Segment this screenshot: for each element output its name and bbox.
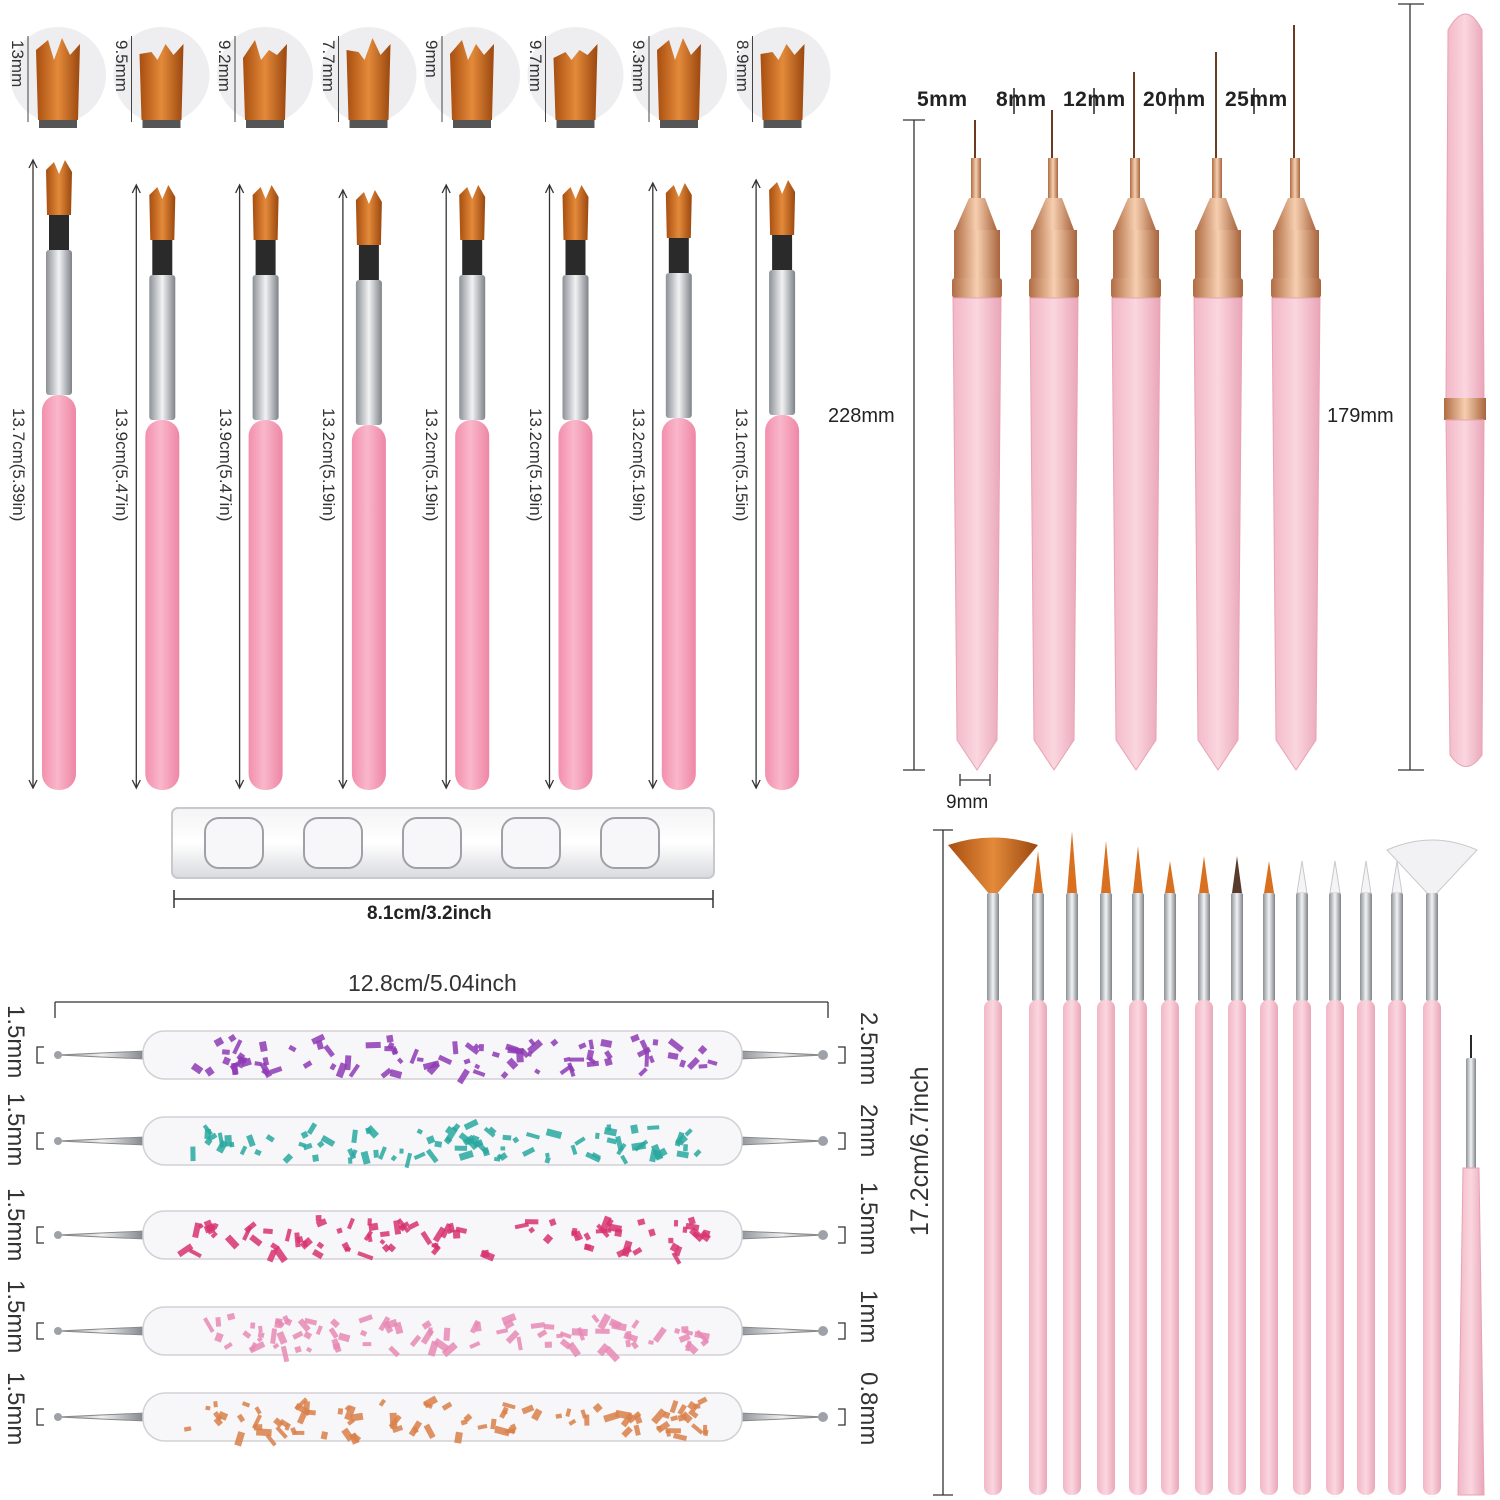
dot-left-size-label: 1.5mm [2,1188,29,1262]
dot-right-size-label: 0.8mm [855,1372,882,1446]
tip-size-label: 7.7mm [318,40,338,92]
brush-holder [171,807,715,908]
liner-brush [1175,52,1243,771]
dotting-length-label: 12.8cm/5.04inch [348,970,517,996]
bristle-tip [450,40,494,120]
dotting-tool [36,1392,846,1447]
bristle-tip [139,44,184,120]
flat-brush [648,181,696,790]
liner-tip-length-label: 20mm [1143,88,1206,111]
flat-brush [235,183,283,790]
dot-left-size-label: 1.5mm [2,1372,29,1446]
holder-length-label: 8.1cm/3.2inch [367,903,492,924]
set-brush [948,837,1038,1495]
tip-size-label: 9.5mm [111,40,131,92]
dot-right-size-label: 1.5mm [855,1182,882,1256]
flat-brush-length-label: 13.2cm(5.19in) [422,408,442,522]
flat-brush-length-label: 13.9cm(5.47in) [215,408,235,522]
liner-brush [1093,72,1161,771]
bristle-tip [243,40,287,120]
holder-slot [303,817,363,869]
dot-left-size-label: 1.5mm [2,1093,29,1167]
dotting-tool-group [36,1001,846,1447]
bristle-tip [657,38,701,120]
tip-size-label: 8.9mm [732,40,752,92]
flat-brush-length-label: 13.2cm(5.19in) [525,408,545,522]
set-brush [1326,860,1344,1495]
liner-length-left-label: 228mm [828,405,895,427]
flat-brush-group [28,158,800,790]
liner-brush [1013,88,1079,771]
set-brush [1293,860,1311,1495]
brush-set-length-label: 17.2cm/6.7inch [906,1066,934,1236]
brush-tip-closeups [10,27,831,128]
set-brush [1129,846,1147,1495]
dotting-tool [36,1030,846,1085]
flat-brush-length-label: 13.7cm(5.39in) [9,408,28,522]
dotting-tool [36,1306,846,1363]
liner-tip-length-label: 12mm [1063,88,1126,111]
set-brush [1388,860,1406,1495]
bristle-tip [553,44,598,120]
set-brush [1386,839,1478,1495]
set-detail-brush [1457,1035,1485,1496]
flat-brush [28,158,76,790]
bristle-tip [36,38,80,120]
bristle-tip [760,44,805,120]
set-brush [1161,861,1179,1495]
liner-tip-length-label: 8mm [996,88,1047,111]
liner-length-right-label: 179mm [1327,405,1394,427]
dotting-tool [36,1116,846,1169]
flat-brush-length-label: 13.9cm(5.47in) [112,408,132,522]
dot-right-size-label: 1mm [855,1290,882,1344]
dot-left-size-label: 1.5mm [2,1005,29,1079]
set-brush [1195,856,1213,1495]
tip-size-label: 9.3mm [629,40,648,92]
holder-slot [402,817,462,869]
flat-brush [338,188,386,790]
tip-size-label: 13mm [8,40,27,88]
flat-brush [544,183,593,790]
tip-size-label: 9.2mm [215,40,234,92]
set-brush [1228,856,1246,1495]
dot-left-size-label: 1.5mm [2,1280,29,1354]
liner-width-label: 9mm [946,792,989,813]
set-brush [1063,831,1081,1495]
flat-brush-length-label: 13.1cm(5.15in) [732,408,752,522]
set-brush [1260,861,1278,1495]
dot-right-size-label: 2.5mm [855,1012,882,1086]
holder-slot [600,817,660,869]
bristle-tip [346,38,391,120]
liner-brush [1253,25,1321,771]
set-brush [1029,851,1047,1495]
dotting-tool [36,1210,846,1265]
dot-right-size-label: 2mm [855,1104,882,1158]
set-brush [1357,860,1375,1495]
set-brush [1097,841,1115,1495]
tip-size-label: 9mm [422,40,441,78]
flat-brush [131,183,180,790]
capped-liner-pen [1444,13,1486,767]
holder-slot [501,817,561,869]
liner-tip-length-label: 25mm [1225,88,1288,111]
flat-brush [441,183,490,790]
flat-brush [751,178,800,790]
tip-size-label: 9.7mm [525,40,545,92]
holder-slot [204,817,264,869]
brush-set-group [933,829,1485,1496]
flat-brush-length-label: 13.2cm(5.19in) [318,408,338,522]
flat-brush-length-label: 13.2cm(5.19in) [628,408,648,522]
liner-brush [952,120,1002,771]
liner-brush-group [903,3,1486,786]
liner-tip-length-label: 5mm [917,88,968,111]
